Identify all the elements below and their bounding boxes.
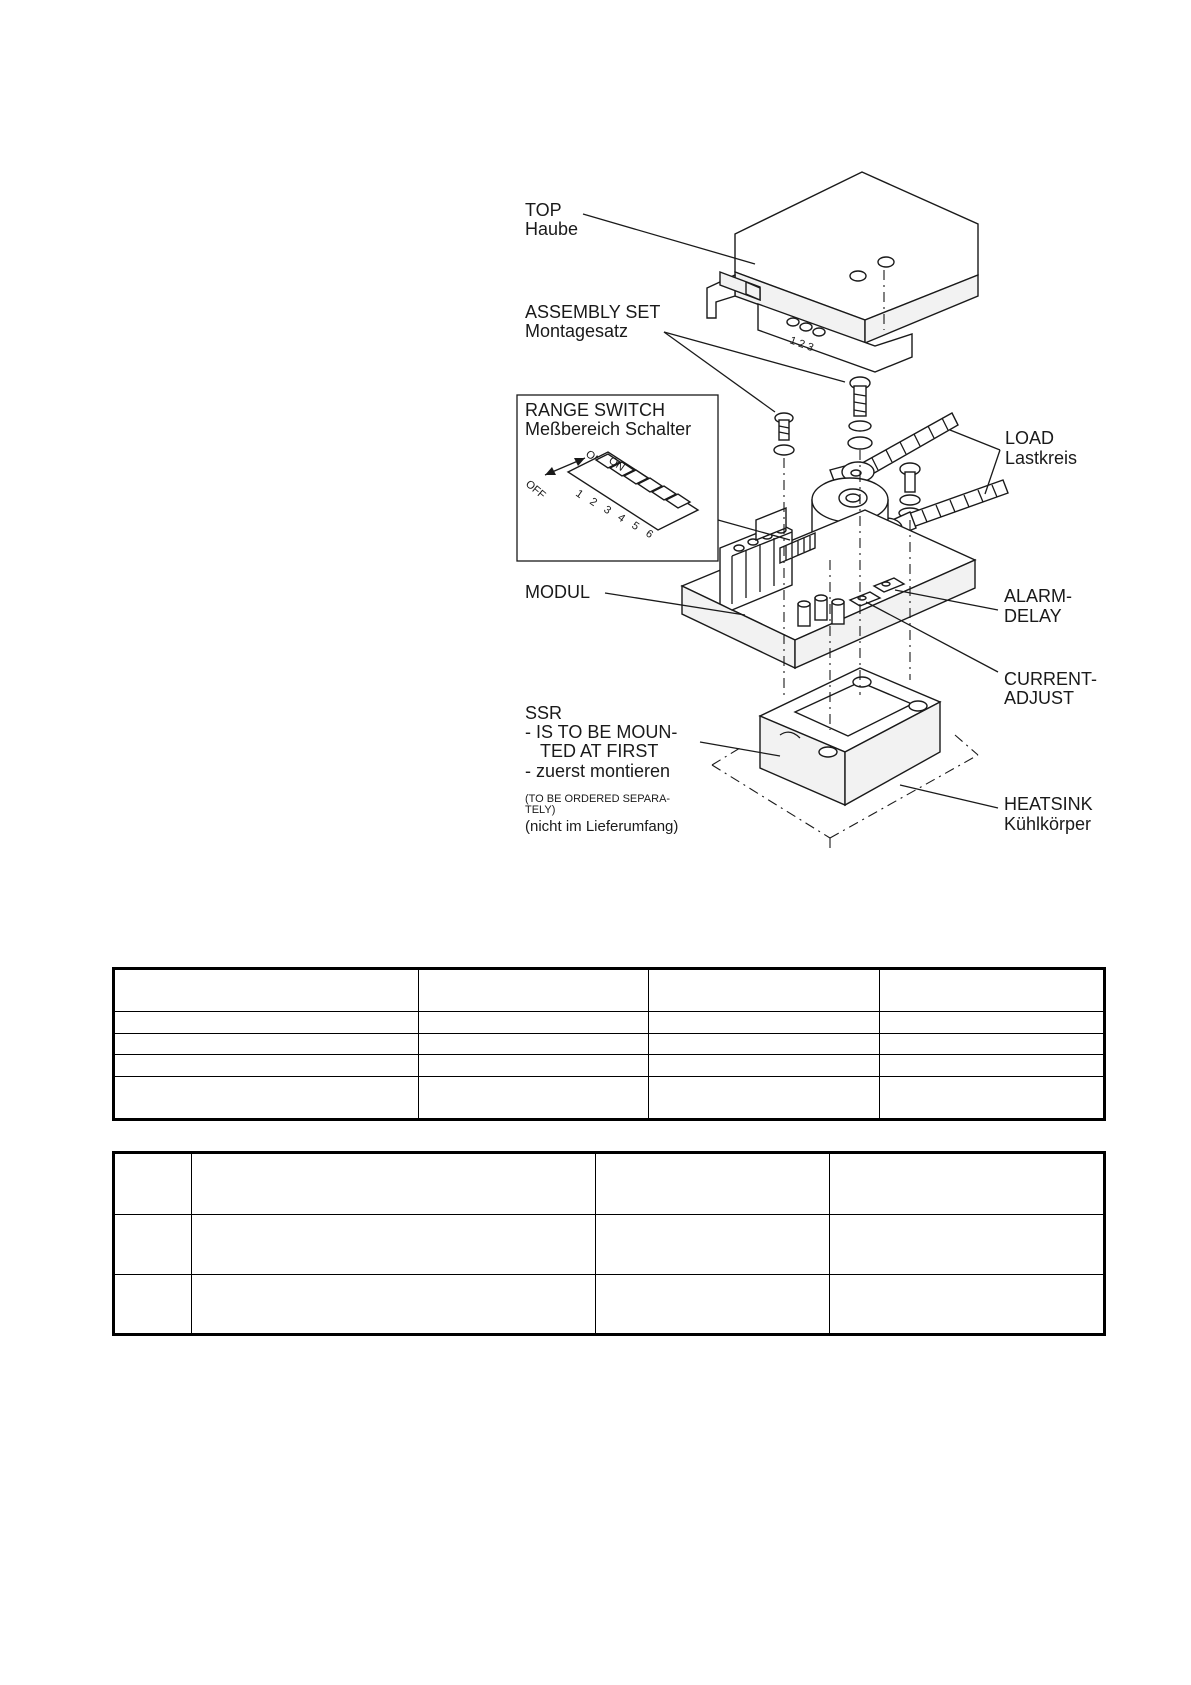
table-cell <box>190 1152 596 1215</box>
label-alarm-delay-2: DELAY <box>1004 606 1062 626</box>
label-ssr-line6: (nicht im Lieferumfang) <box>525 818 678 835</box>
table-cell <box>594 1152 830 1215</box>
switch-label-off: OFF <box>523 478 548 502</box>
switch-number-6: 6 <box>643 528 655 541</box>
label-load-de: Lastkreis <box>1005 448 1077 468</box>
table-cell <box>418 1032 650 1056</box>
table-cell <box>878 1011 1106 1034</box>
table-cell <box>418 1075 650 1121</box>
label-current-adjust-2: ADJUST <box>1004 688 1074 708</box>
table-row <box>112 1032 1106 1056</box>
label-top: TOP <box>525 200 562 220</box>
table-cell <box>594 1214 830 1275</box>
table-cell <box>190 1214 596 1275</box>
table-row <box>112 1075 1106 1121</box>
table-row <box>112 967 1106 1013</box>
table-cell <box>113 1214 192 1275</box>
table-row <box>113 1214 1106 1275</box>
table-cell <box>418 967 650 1013</box>
table-cell <box>112 1075 420 1121</box>
exploded-assembly-diagram: 1 2 3 <box>516 171 1097 850</box>
switch-number-1: 1 <box>573 488 585 501</box>
table-cell <box>113 1152 192 1215</box>
label-alarm-delay-1: ALARM- <box>1004 586 1072 606</box>
blank-table-1 <box>112 967 1106 1121</box>
label-ssr-line2: TED AT FIRST <box>540 741 658 761</box>
label-heatsink-de: Kühlkörper <box>1004 814 1091 834</box>
table-row <box>113 1152 1106 1215</box>
table-cell <box>112 1032 420 1056</box>
table-cell <box>112 1011 420 1034</box>
alignment-lines <box>783 450 911 730</box>
table-cell <box>648 1011 880 1034</box>
heatsink-outline <box>711 734 979 850</box>
table-cell <box>418 1054 650 1077</box>
table-row <box>112 1011 1106 1034</box>
table-cell <box>418 1011 650 1034</box>
table-cell <box>648 967 880 1013</box>
screw-right <box>847 376 873 450</box>
table-row <box>112 1054 1106 1077</box>
label-ssr-line1: - IS TO BE MOUN- <box>525 722 677 742</box>
label-load: LOAD <box>1005 428 1054 448</box>
table-cell <box>190 1274 596 1335</box>
label-ssr-line4: (TO BE ORDERED SEPARA- <box>525 793 670 805</box>
label-current-adjust-1: CURRENT- <box>1004 669 1097 689</box>
table-cell <box>828 1274 1106 1335</box>
table-cell <box>878 1075 1106 1121</box>
module-board <box>680 506 977 670</box>
table-cell <box>878 967 1106 1013</box>
leader-lines <box>582 213 1001 809</box>
switch-number-4: 4 <box>615 512 627 525</box>
label-modul: MODUL <box>525 582 590 602</box>
table-cell <box>112 967 420 1013</box>
label-range-switch: RANGE SWITCH <box>525 400 665 420</box>
ssr-relay <box>758 667 942 807</box>
table-cell <box>648 1075 880 1121</box>
screw-left <box>773 412 795 456</box>
range-switch-inset: RANGE SWITCH Meßbereich Schalter ON OFF … <box>516 394 719 562</box>
label-assembly-set-de: Montagesatz <box>525 321 628 341</box>
table-cell <box>828 1152 1106 1215</box>
table-row <box>113 1274 1106 1335</box>
label-ssr-line5: TELY) <box>525 804 555 816</box>
label-heatsink: HEATSINK <box>1004 794 1093 814</box>
blank-table-2 <box>112 1151 1106 1336</box>
label-assembly-set: ASSEMBLY SET <box>525 302 660 322</box>
table-cell <box>112 1054 420 1077</box>
table-cell <box>878 1032 1106 1056</box>
label-ssr: SSR <box>525 703 562 723</box>
table-cell <box>828 1214 1106 1275</box>
table-cell <box>648 1054 880 1077</box>
label-range-switch-de: Meßbereich Schalter <box>525 419 691 439</box>
top-cover: 1 2 3 <box>706 171 979 373</box>
table-cell <box>594 1274 830 1335</box>
label-ssr-line3: - zuerst montieren <box>525 761 670 781</box>
switch-number-5: 5 <box>629 520 641 533</box>
table-cell <box>113 1274 192 1335</box>
switch-number-3: 3 <box>601 504 613 517</box>
switch-number-2: 2 <box>587 496 599 509</box>
label-top-de: Haube <box>525 219 578 239</box>
table-cell <box>878 1054 1106 1077</box>
table-cell <box>648 1032 880 1056</box>
